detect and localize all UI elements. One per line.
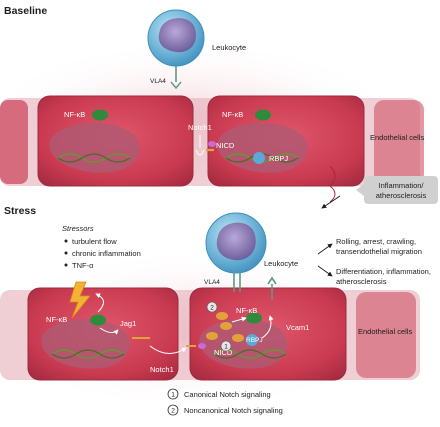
nicd-icon-4 — [216, 312, 228, 320]
svg-text:2: 2 — [171, 408, 175, 415]
outcome-2-line-2: atherosclerosis — [336, 277, 387, 286]
baseline-endothelial-label: Endothelial cells — [370, 133, 424, 142]
baseline-left-nfkb-label: NF-κB — [64, 110, 85, 119]
baseline-left-dna — [57, 153, 131, 163]
baseline-vla4-label: VLA4 — [150, 78, 166, 85]
stress-vla4-stalk — [233, 272, 241, 292]
stressors-title: Stressors — [62, 224, 94, 233]
stressor-item-2: chronic inflammation — [72, 249, 141, 258]
vcam1-label: Vcam1 — [286, 323, 309, 332]
baseline-left-nfkb-icon — [92, 109, 108, 121]
stress-nicd-label: NICD — [214, 348, 233, 357]
legend-badge-2 — [167, 404, 179, 416]
baseline-heading: Baseline — [4, 5, 47, 17]
vcam1-receptor — [267, 276, 277, 300]
baseline-leukocyte — [147, 9, 205, 90]
baseline-rbpj-icon — [253, 152, 265, 164]
legend: 1 Canonical Notch signaling 2 Noncanonic… — [167, 388, 283, 416]
stress-left-nfkb-arrow — [95, 293, 104, 313]
stress-rbpj-label: RBPJ — [246, 337, 263, 344]
stress-left-nfkb-icon — [90, 314, 106, 326]
stress-notch1-label: Notch1 — [150, 365, 174, 374]
baseline-leukocyte-label: Leukocyte — [212, 43, 246, 52]
nicd-icon-2 — [220, 322, 232, 330]
baseline-edge-cell-left — [0, 100, 28, 184]
baseline-notch1-label: Notch1 — [188, 123, 212, 132]
baseline-rbpj-label: RBPJ — [269, 154, 288, 163]
baseline-edge-cell-right — [374, 100, 424, 184]
legend-badge-1 — [167, 388, 179, 400]
stress-edge-cell-right — [356, 292, 416, 378]
nicd-nfkb-arrow — [231, 316, 247, 323]
nicd-icon-1 — [206, 332, 218, 340]
stress-leukocyte-label: Leukocyte — [264, 259, 298, 268]
inflammation-line-1: Inflammation/ — [378, 181, 424, 190]
outcome-2-line-1: Differentiation, inflammation, — [336, 267, 431, 276]
stress-left-dna — [51, 349, 125, 359]
stress-leukocyte-nucleus — [216, 222, 256, 261]
inflammation-box — [364, 176, 438, 204]
stress-leukocyte — [205, 212, 267, 292]
baseline-left-nucleus — [49, 122, 140, 173]
nicd-icon-3 — [232, 334, 244, 342]
stress-lightning-icon — [69, 281, 91, 319]
stress-vla4-label: VLA4 — [204, 279, 220, 286]
outcome-1-line-1: Rolling, arrest, crawling, — [336, 237, 416, 246]
stressor-item-1: turbulent flow — [72, 237, 117, 246]
baseline-wave-mark — [329, 165, 336, 203]
stress-left-nfkb-label: NF-κB — [46, 315, 67, 324]
cell-badge-2 — [206, 301, 218, 313]
outcome-arrow-2 — [317, 265, 333, 277]
baseline-notch1-receptor — [195, 135, 205, 156]
inflammation-line-2: atherosclerosis — [376, 191, 427, 200]
legend-item-2: Noncanonical Notch signaling — [184, 406, 283, 415]
legend-item-1: Canonical Notch signaling — [184, 390, 271, 399]
jag1-notch-arrow — [149, 345, 187, 354]
baseline-leukocyte-nucleus — [158, 18, 196, 53]
rbpj-vcam1-arrow — [261, 315, 274, 339]
stress-right-nfkb-label: NF-κB — [236, 306, 257, 315]
svg-text:1: 1 — [171, 392, 175, 399]
baseline-nicd-label: NICD — [216, 141, 235, 150]
outcome-arrow-1 — [317, 243, 333, 255]
stress-rbpj-icon — [246, 334, 258, 346]
jag1-label: Jag1 — [120, 319, 136, 328]
stress-heading: Stress — [4, 205, 36, 217]
svg-text:1: 1 — [224, 344, 228, 351]
outcome-1-line-2: transendothelial migration — [336, 247, 422, 256]
cell-badge-1 — [220, 340, 232, 352]
baseline-nicd-icon — [208, 141, 216, 147]
svg-text:2: 2 — [210, 305, 214, 312]
baseline-right-nfkb-label: NF-κB — [222, 110, 243, 119]
stress-endothelial-label: Endothelial cells — [358, 327, 412, 336]
stress-right-nfkb-icon — [246, 312, 262, 324]
baseline-right-nucleus — [217, 122, 308, 173]
baseline-right-nfkb-icon — [255, 109, 271, 121]
inflammation-arrow — [321, 195, 341, 209]
